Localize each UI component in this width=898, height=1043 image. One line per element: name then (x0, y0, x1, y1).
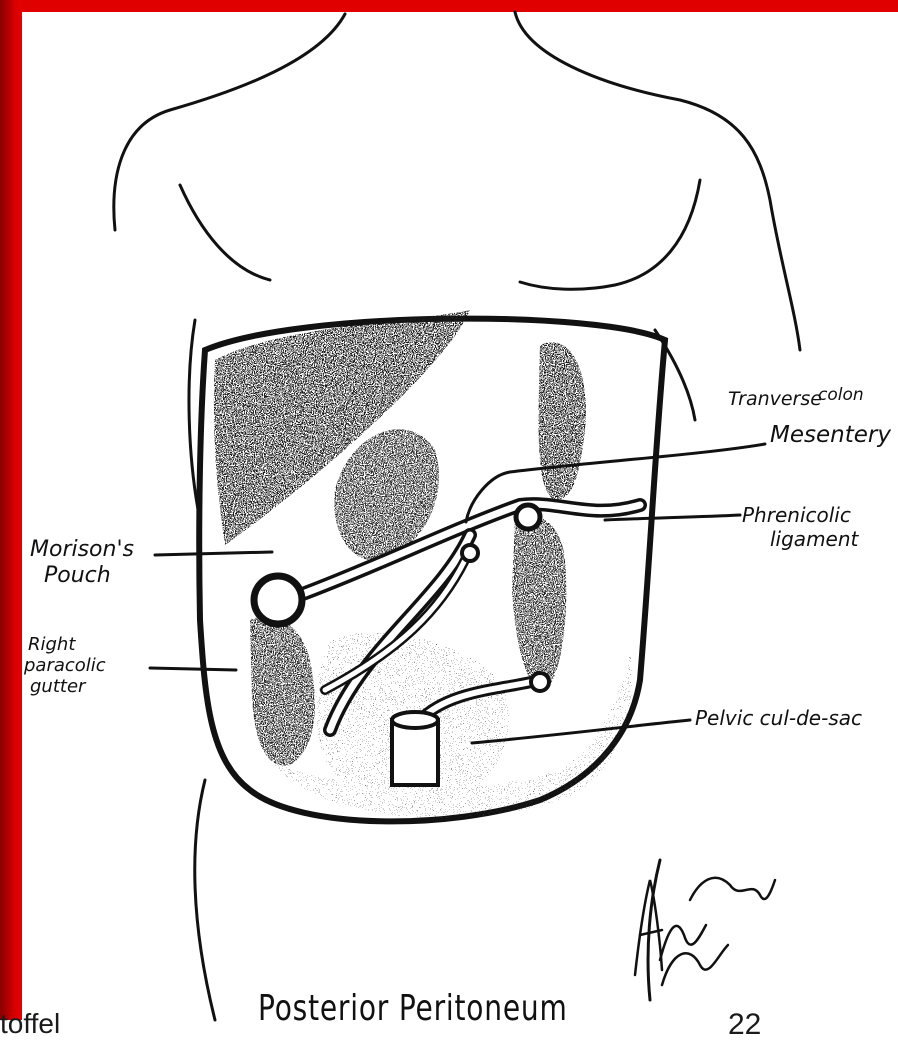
small-mesentery-ring (462, 545, 478, 561)
chest-left-line (180, 185, 270, 280)
label-paracolic: paracolic (23, 655, 106, 676)
neck-right-line (515, 12, 800, 350)
right-colon-shading (250, 616, 315, 765)
label-mesentery: Mesentery (770, 422, 891, 448)
leader-phrenicolic (605, 515, 740, 520)
stomach-shading (539, 342, 586, 500)
hepatic-flexure-ring (254, 576, 302, 624)
descending-colon-shading (512, 516, 566, 690)
label-right: Right (28, 634, 76, 655)
label-pelvic-cul-de-sac: Pelvic cul-de-sac (695, 706, 862, 730)
diagram-caption: Posterior Peritoneum (258, 988, 568, 1029)
leader-paracolic (150, 668, 236, 670)
footer-author-fragment: toffel (0, 1010, 60, 1038)
label-gutter: gutter (30, 676, 87, 697)
label-transverse: Tranverse (728, 388, 822, 410)
chest-right-line (520, 180, 700, 289)
label-morisons: Morison's (30, 537, 134, 562)
label-phrenicolic: Phrenicolic (742, 503, 851, 527)
label-pouch: Pouch (44, 563, 111, 588)
leader-morison (155, 552, 272, 555)
label-ligament: ligament (770, 527, 860, 551)
label-colon: colon (818, 385, 864, 405)
page-number: 22 (728, 1010, 761, 1040)
splenic-flexure-ring (516, 505, 540, 529)
lower-left-hip (195, 780, 215, 1020)
neck-left-line (114, 14, 345, 230)
artist-signature (635, 878, 775, 985)
rectum-cylinder (392, 712, 438, 785)
sigmoid-ring (531, 673, 549, 691)
